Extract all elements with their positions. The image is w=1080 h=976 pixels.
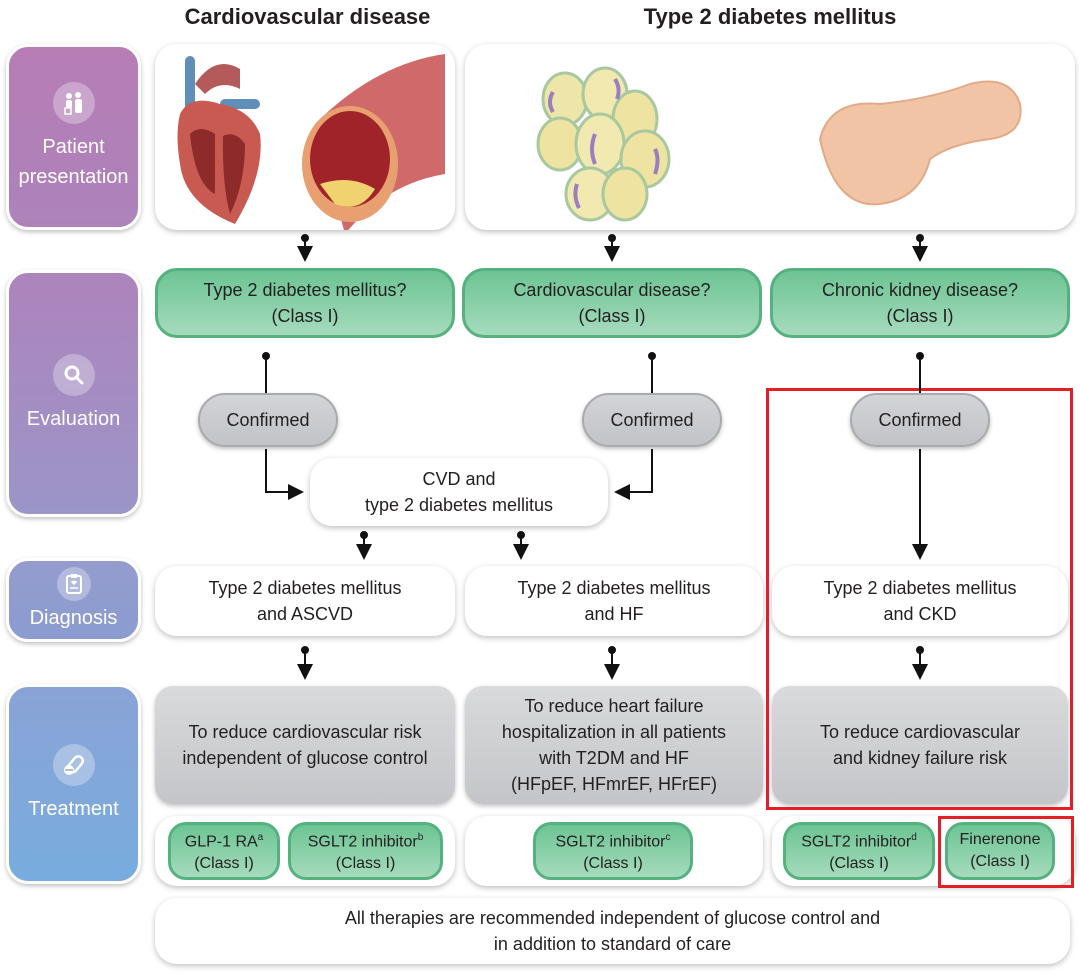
drug-class: (Class I)	[194, 855, 254, 873]
eval-text: Chronic kidney disease?	[821, 280, 1019, 300]
pancreas-illustration	[818, 80, 1022, 206]
diagnosis-hf-box: Type 2 diabetes mellitus and HF	[465, 566, 763, 636]
drug-name: SGLT2 inhibitor	[307, 833, 418, 851]
drug-finerenone: Finerenone (Class I)	[945, 822, 1055, 880]
drug-footnote: b	[417, 831, 424, 843]
clipboard-icon	[56, 567, 91, 601]
highlight-finerenone	[938, 816, 1074, 888]
drug-glp1-ra: GLP-1 RAa (Class I)	[168, 822, 280, 880]
cvd-and-t2dm-box: CVD and type 2 diabetes mellitus	[310, 458, 608, 526]
diagnosis-text: Type 2 diabetes mellitus	[208, 578, 402, 598]
eval-cvd-box: Cardiovascular disease? (Class I)	[462, 268, 762, 338]
drug-sglt2-ckd: SGLT2 inhibitord (Class I)	[783, 822, 935, 880]
drug-name: GLP-1 RA	[184, 833, 258, 851]
diagnosis-text: and CKD	[883, 604, 957, 624]
diagnosis-text: and ASCVD	[256, 604, 354, 624]
eval-text: Cardiovascular disease?	[513, 280, 711, 300]
stage-label: Patient	[42, 136, 105, 158]
combined-text: CVD and	[422, 469, 496, 489]
diagnosis-text: Type 2 diabetes mellitus	[517, 578, 711, 598]
drug-footnote: d	[911, 831, 917, 843]
stage-label: Evaluation	[26, 407, 121, 430]
drug-class: (Class I)	[583, 855, 643, 873]
diagnosis-ckd-box: Type 2 diabetes mellitus and CKD	[772, 566, 1068, 636]
goal-text: To reduce heart failure	[524, 696, 704, 716]
adipocyte-cells-illustration	[536, 66, 671, 222]
eval-class: (Class I)	[578, 306, 646, 326]
magnifier-icon	[52, 353, 95, 396]
footer-text: All therapies are recommended independen…	[344, 908, 881, 928]
column-header-t2dm: Type 2 diabetes mellitus	[643, 4, 897, 29]
goal-text: (HFpEF, HFmrEF, HFrEF)	[511, 774, 717, 794]
drug-name: Finerenone	[959, 831, 1041, 848]
stage-label: Treatment	[28, 798, 119, 820]
goal-text: independent of glucose control	[182, 748, 428, 768]
goal-text: hospitalization in all patients	[501, 722, 727, 742]
goal-text: with T2DM and HF	[539, 748, 689, 768]
stage-patient-presentation: Patient presentation	[6, 44, 141, 230]
artery-plaque-illustration	[302, 54, 445, 234]
diagnosis-ascvd-box: Type 2 diabetes mellitus and ASCVD	[155, 566, 455, 636]
goal-text: and kidney failure risk	[832, 748, 1008, 768]
pills-icon	[52, 744, 95, 786]
diagnosis-text: and HF	[584, 604, 644, 624]
goal-text: To reduce cardiovascular risk	[188, 722, 422, 742]
eval-class: (Class I)	[271, 306, 339, 326]
confirmed-pill-t2dm: Confirmed	[198, 393, 338, 447]
patient-doctor-icon	[52, 82, 95, 124]
footer-text: in addition to standard of care	[493, 934, 732, 954]
eval-class: (Class I)	[886, 306, 954, 326]
eval-ckd-box: Chronic kidney disease? (Class I)	[770, 268, 1070, 338]
confirmed-pill-cvd: Confirmed	[582, 393, 722, 447]
drug-name: SGLT2 inhibitor	[555, 833, 666, 851]
stage-treatment: Treatment	[6, 684, 141, 884]
confirmed-pill-ckd: Confirmed	[850, 393, 990, 447]
drug-name: SGLT2 inhibitor	[801, 833, 912, 851]
combined-text: type 2 diabetes mellitus	[364, 495, 554, 515]
column-header-cvd: Cardiovascular disease	[184, 4, 431, 29]
drug-class: (Class I)	[829, 855, 889, 873]
t2dm-image-panel	[465, 44, 1075, 230]
treatment-goal-ckd: To reduce cardiovascular and kidney failu…	[772, 686, 1068, 804]
footer-note: All therapies are recommended independen…	[155, 898, 1070, 964]
heart-illustration	[177, 56, 261, 224]
drug-class: (Class I)	[970, 853, 1030, 870]
drug-footnote: c	[665, 831, 671, 843]
stage-label: presentation	[18, 166, 129, 188]
eval-text: Type 2 diabetes mellitus?	[203, 280, 407, 300]
drug-footnote: a	[257, 831, 264, 843]
treatment-goal-ascvd: To reduce cardiovascular risk independent…	[155, 686, 455, 804]
stage-evaluation: Evaluation	[6, 270, 141, 517]
diagnosis-text: Type 2 diabetes mellitus	[823, 578, 1017, 598]
drug-sglt2-ascvd: SGLT2 inhibitorb (Class I)	[288, 822, 443, 880]
drug-sglt2-hf: SGLT2 inhibitorc (Class I)	[533, 822, 693, 880]
stage-label: Diagnosis	[29, 607, 118, 629]
eval-t2dm-box: Type 2 diabetes mellitus? (Class I)	[155, 268, 455, 338]
goal-text: To reduce cardiovascular	[819, 722, 1021, 742]
cvd-image-panel	[155, 44, 455, 234]
stage-diagnosis: Diagnosis	[6, 558, 141, 642]
treatment-goal-hf: To reduce heart failure hospitalization i…	[465, 686, 763, 804]
drug-class: (Class I)	[335, 855, 396, 873]
